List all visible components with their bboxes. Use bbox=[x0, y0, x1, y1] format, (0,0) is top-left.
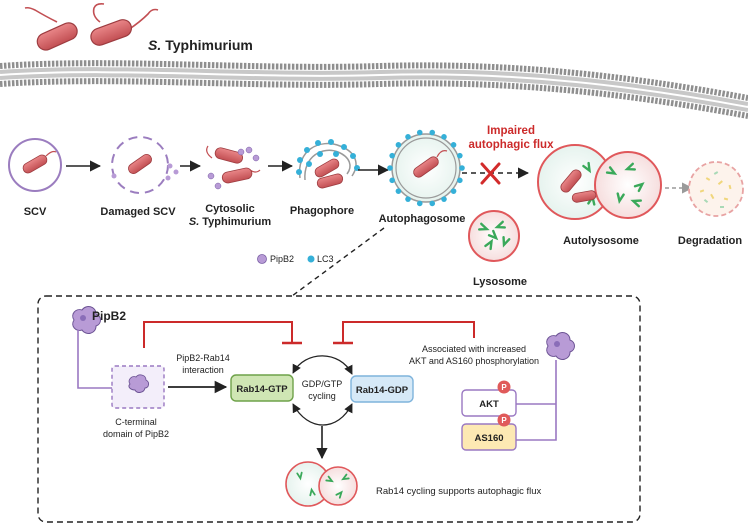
hydrolase-glyph bbox=[296, 471, 303, 481]
hydrolase-glyph bbox=[335, 490, 343, 499]
damaged-scv-stage bbox=[111, 136, 179, 194]
rab14-gdp-label: Rab14-GDP bbox=[356, 385, 409, 396]
pipb2-protein-icon bbox=[72, 306, 101, 334]
lc3-dot bbox=[389, 152, 395, 159]
lc3-dot bbox=[459, 165, 465, 171]
hydrolase-glyph bbox=[341, 473, 350, 481]
pipb2-title: PipB2 bbox=[92, 309, 126, 323]
hydrolase-glyph bbox=[630, 199, 642, 208]
supports-flux-label: Rab14 cycling supports autophagic flux bbox=[376, 486, 542, 497]
lc3-dot bbox=[416, 200, 423, 207]
akt-box bbox=[461, 389, 517, 417]
rab14-gdp-box bbox=[350, 375, 414, 403]
legend-pipb2: PipB2 bbox=[270, 254, 294, 264]
hydrolase-glyph bbox=[502, 236, 511, 248]
lc3-dot bbox=[457, 152, 463, 159]
lysosome bbox=[468, 210, 520, 262]
hydrolase-glyph bbox=[616, 192, 625, 204]
cytosolic-label-line1: Cytosolic bbox=[205, 203, 255, 215]
kinase-connector bbox=[516, 360, 557, 441]
autophagosome-label: Autophagosome bbox=[379, 213, 466, 225]
hydrolase-glyph bbox=[605, 166, 618, 176]
cycling-label-line1: GDP/GTP bbox=[302, 379, 343, 389]
as160-box bbox=[461, 423, 517, 451]
legend: PipB2 LC3 bbox=[257, 254, 334, 264]
lc3-dot bbox=[450, 188, 457, 194]
salmonella-header-icon bbox=[24, 3, 159, 51]
autolysosome-label: Autolysosome bbox=[563, 235, 639, 247]
cycling-label-line2: cycling bbox=[308, 391, 336, 401]
lc3-dot bbox=[395, 142, 402, 148]
scv-label: SCV bbox=[24, 206, 47, 218]
autolysosome bbox=[537, 144, 662, 220]
cytosolic-label-line2: S.Typhimurium bbox=[189, 216, 271, 228]
pipb2-legend-icon bbox=[257, 254, 267, 264]
interaction-label-line2: interaction bbox=[182, 365, 224, 375]
degradation-vesicle bbox=[688, 161, 744, 217]
akt-phospho-badge bbox=[497, 380, 511, 394]
cycle-arrow-bottom bbox=[292, 403, 353, 426]
impaired-flux-label-line1: Impaired bbox=[487, 125, 535, 137]
lc3-legend-icon bbox=[307, 255, 315, 263]
as160-label: AS160 bbox=[474, 433, 503, 444]
scv-stage bbox=[8, 138, 62, 192]
lc3-dot bbox=[441, 196, 447, 202]
akt-label: AKT bbox=[479, 399, 499, 410]
as160-phospho-label: P bbox=[501, 416, 507, 425]
rab14-gtp-label: Rab14-GTP bbox=[236, 384, 288, 395]
hydrolase-glyph bbox=[309, 487, 316, 497]
c-terminal-label-line2: domain of PipB2 bbox=[103, 429, 169, 439]
hydrolase-glyph bbox=[478, 222, 490, 231]
lc3-dot bbox=[405, 134, 411, 140]
cycle-arrow-top bbox=[292, 355, 353, 375]
block-cross-icon bbox=[480, 162, 501, 185]
hydrolase-glyph bbox=[624, 162, 636, 171]
impaired-flux-label-line2: autophagic flux bbox=[469, 139, 555, 151]
inhibition-phosphorylation bbox=[342, 321, 475, 342]
degradation-label: Degradation bbox=[678, 235, 742, 247]
damaged-scv-label: Damaged SCV bbox=[100, 206, 176, 218]
lc3-dot bbox=[395, 188, 402, 194]
association-label-line2: AKT and AS160 phosphorylation bbox=[409, 356, 539, 366]
association-label-line1: Associated with increased bbox=[422, 344, 526, 354]
lc3-dot bbox=[389, 177, 395, 184]
lc3-dot bbox=[450, 142, 457, 148]
lc3-dot bbox=[441, 134, 447, 140]
lc3-dot bbox=[457, 177, 463, 184]
hydrolase-glyph bbox=[582, 161, 592, 174]
hydrolase-glyph bbox=[484, 238, 494, 251]
organism-title: S.Typhimurium bbox=[148, 37, 253, 53]
hydrolase-glyph bbox=[494, 220, 506, 229]
cell-membrane bbox=[0, 60, 748, 119]
hydrolase-glyph bbox=[487, 229, 499, 241]
inhibition-pipb2 bbox=[143, 321, 293, 348]
phagophore-label: Phagophore bbox=[290, 205, 354, 217]
callout-line bbox=[291, 227, 385, 297]
hydrolase-glyph bbox=[633, 182, 645, 193]
pipb2-protein-right-icon bbox=[546, 332, 575, 360]
cytosolic-bacteria-stage bbox=[206, 145, 261, 190]
interaction-label-line1: PipB2-Rab14 bbox=[176, 353, 230, 363]
lc3-dot bbox=[405, 196, 411, 202]
lc3-dot bbox=[416, 129, 423, 136]
autophagosome-stage bbox=[387, 129, 465, 207]
rab14-gtp-box bbox=[230, 374, 294, 402]
c-terminal-label-line1: C-terminal bbox=[115, 417, 157, 427]
legend-lc3: LC3 bbox=[317, 254, 334, 264]
lc3-dot bbox=[429, 200, 436, 207]
lysosome-label: Lysosome bbox=[473, 276, 527, 288]
as160-phospho-badge bbox=[497, 413, 511, 427]
c-terminal-fragment-icon bbox=[128, 374, 149, 393]
phagophore-stage bbox=[296, 139, 360, 189]
lc3-dot bbox=[387, 165, 393, 171]
hydrolase-glyph bbox=[325, 475, 334, 483]
akt-phospho-label: P bbox=[501, 383, 507, 392]
pipb2-connector bbox=[77, 330, 112, 389]
inset-autolysosome-icon bbox=[285, 461, 358, 507]
lc3-dot bbox=[429, 129, 436, 136]
